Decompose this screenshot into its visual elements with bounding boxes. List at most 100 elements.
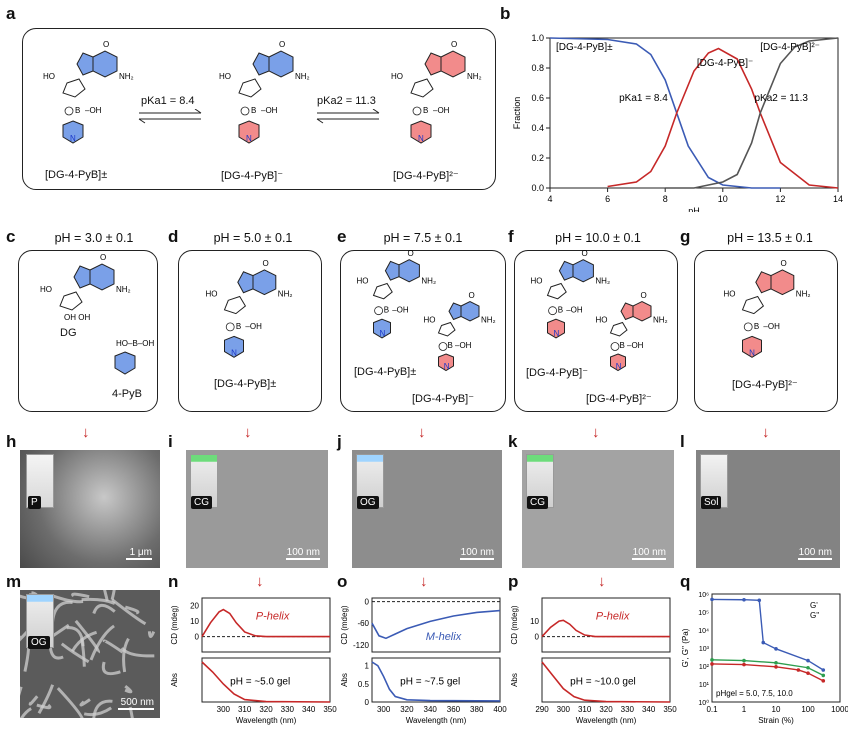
scalebar-j: 100 nm <box>460 547 494 560</box>
equilibrium-arrow-1 <box>138 109 202 124</box>
legend-gdoubleprime: G'' <box>810 611 820 620</box>
x-tick-label: 300 <box>557 705 571 714</box>
sem-fiber <box>36 703 52 710</box>
chart-q-frame <box>711 593 841 703</box>
chart-q-point <box>710 658 714 662</box>
chart-q-xlabel: Strain (%) <box>758 716 794 725</box>
arrow-down-l: ↓ <box>762 424 770 441</box>
sem-fiber <box>71 592 90 599</box>
x-tick-label: 10 <box>718 194 728 204</box>
nh2-label: NH₂ <box>467 72 482 81</box>
xlabel: Wavelength (nm) <box>406 716 467 725</box>
sem-fiber <box>128 706 134 718</box>
arrow-down-h: ↓ <box>82 424 90 441</box>
sem-fiber <box>120 647 155 658</box>
x-tick-label: 6 <box>605 194 610 204</box>
sem-fiber <box>60 642 90 664</box>
arrow-down-k: ↓ <box>592 424 600 441</box>
cd-y-tick-label: 0 <box>195 633 200 642</box>
x-tick-label: 350 <box>323 705 337 714</box>
panel-label-d: d <box>168 227 179 246</box>
sem-fiber <box>20 686 23 697</box>
ph-title-e: pH = 7.5 ± 0.1 <box>383 231 463 245</box>
chart-q-point <box>774 661 778 665</box>
arrow-down-i: ↓ <box>244 424 252 441</box>
sem-fiber <box>56 687 84 718</box>
y-tick-label: 0.0 <box>531 183 544 193</box>
pka1-label: pKa1 = 8.4 <box>141 95 195 107</box>
box-e <box>340 250 506 412</box>
x-tick-label: 330 <box>281 705 295 714</box>
species-c-pyb: 4-PyB <box>112 388 142 400</box>
scalebar-k: 100 nm <box>632 547 666 560</box>
ho-label: HO <box>219 72 231 81</box>
scalebar-h: 1 μm <box>112 547 152 560</box>
chart-q-point <box>774 647 778 651</box>
sem-fiber <box>81 597 116 605</box>
pyridine-ring <box>238 120 260 144</box>
cd-y-tick-label: -60 <box>357 619 369 628</box>
nh2-label: NH₂ <box>295 72 310 81</box>
abs-frame <box>371 657 501 703</box>
x-tick-label: 310 <box>578 705 592 714</box>
cd-frame <box>371 597 501 653</box>
ribose-ring <box>238 78 262 98</box>
pyridine-n: N <box>418 134 424 143</box>
species-g-1: [DG-4-PyB]²⁻ <box>732 379 798 391</box>
species-f-1: [DG-4-PyB]⁻ <box>526 367 589 379</box>
pka2-label: pKa2 = 11.3 <box>317 95 376 107</box>
y-tick-label: 10² <box>699 664 710 671</box>
x-tick-label: 320 <box>400 705 414 714</box>
chart-q-annotation: pHgel = 5.0, 7.5, 10.0 <box>716 689 793 698</box>
sem-fiber <box>20 630 29 642</box>
sem-fiber <box>28 695 39 706</box>
sem-fiber <box>111 598 147 626</box>
equilibrium-arrow-2 <box>316 109 380 124</box>
legend-gprime: G' <box>810 601 818 610</box>
y-tick-label: 0.4 <box>531 123 544 133</box>
y-tick-label: 0.8 <box>531 63 544 73</box>
x-tick-label: 12 <box>775 194 785 204</box>
chart-b-label-pka2: pKa2 = 11.3 <box>754 93 808 104</box>
sem-fiber <box>92 699 113 718</box>
sem-fiber <box>122 637 130 673</box>
purine-five-ring <box>252 52 270 76</box>
sem-m-fibers <box>20 590 156 718</box>
panel-label-p: p <box>508 572 519 591</box>
x-tick-label: 350 <box>663 705 677 714</box>
chart-b-ylabel: Fraction <box>512 97 522 130</box>
abs-curve <box>371 661 501 702</box>
cd-helix-label: P-helix <box>256 611 290 623</box>
chart-q-point <box>821 673 826 678</box>
boron-oh: –OH <box>261 106 278 115</box>
sem-fiber <box>74 619 101 654</box>
abs-curve <box>201 661 331 703</box>
panel-label-e: e <box>337 227 347 246</box>
chart-q-point <box>821 668 826 672</box>
cd-curve <box>541 619 670 638</box>
cd-curve <box>371 609 501 640</box>
cd-ylabel: CD (mdeg) <box>340 605 349 644</box>
chart-b-xlabel: pH <box>688 206 700 212</box>
chart-q-point <box>806 658 810 663</box>
y-tick-label: 10⁶ <box>698 592 709 599</box>
cd-y-tick-label: 10 <box>530 617 539 626</box>
species-mono-label: [DG-4-PyB]⁻ <box>221 170 284 182</box>
panel-label-a: a <box>6 4 16 23</box>
chart-q-point <box>806 665 810 670</box>
pyridine-n: N <box>246 134 252 143</box>
vial-label-k: CG <box>527 496 548 509</box>
purine-five-ring <box>424 52 442 76</box>
x-tick-label: 340 <box>424 705 438 714</box>
y-tick-label: 10¹ <box>699 682 710 689</box>
panel-label-o: o <box>337 572 348 591</box>
vial-label-j: OG <box>357 496 379 509</box>
x-tick-label: 310 <box>238 705 252 714</box>
x-tick-label: 0.1 <box>706 705 718 714</box>
vial-i <box>190 454 218 508</box>
